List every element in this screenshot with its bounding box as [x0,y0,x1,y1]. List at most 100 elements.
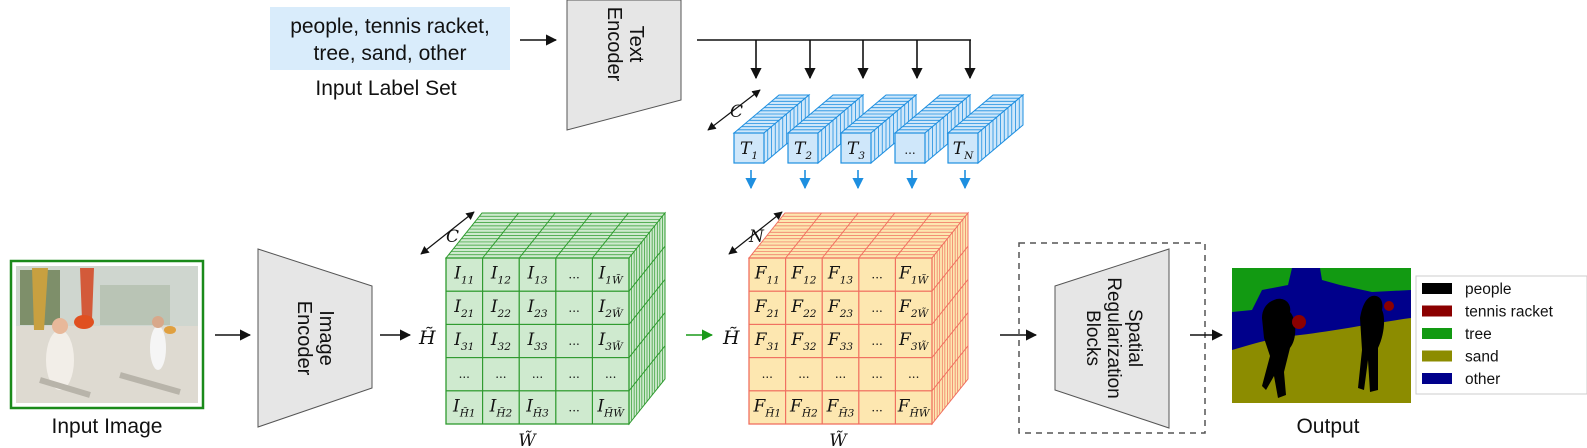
image-feature-cell-label: I1W̃ [598,264,624,287]
legend-label: sand [1465,349,1499,366]
image-feature-cell-label: ... [568,301,579,315]
image-encoder-shape [257,248,373,428]
fused-height-label: H̃ [722,327,740,349]
spatial-block-line1: Spatial [1124,309,1145,367]
fused-feature-cell-label: F22 [790,297,816,320]
image-feature-cell-label: I12 [490,264,511,287]
image-feature-cell-label: IH̃3 [525,396,549,419]
legend-label: other [1465,371,1500,388]
legend-swatch [1422,350,1452,362]
image-feature-cell-label: I11 [453,264,474,287]
fused-dim-arrow [728,211,783,255]
output-caption: Output [1296,415,1359,438]
fused-feature-cell [894,390,933,425]
fused-feature-cell-label: F32 [790,330,816,353]
image-height-label: H̃ [418,327,436,349]
fused-feature-cell-label: ... [871,268,882,282]
image-feature-cell-label: I2W̃ [598,297,624,320]
fused-feature-cell-label: ... [871,301,882,315]
fused-feature-cell-label: F2W̃ [898,297,929,320]
image-feature-cell-label: ... [568,400,579,414]
image-feature-cell-label: I31 [453,330,474,353]
legend-swatch [1422,373,1452,384]
fused-feature-cell-label: F21 [754,297,780,320]
image-dim-arrow [420,211,475,255]
legend-label: people [1465,281,1512,298]
spatial-block-line3: Blocks [1082,310,1103,366]
image-dim-label: C [446,227,459,247]
image-feature-cell-label: I13 [526,264,547,287]
fused-feature-cell-label: FH̃2 [789,396,818,419]
fused-feature-cell-label: F33 [827,330,853,353]
image-width-label: W̃ [518,431,537,448]
fused-feature-cell-label: ... [871,334,882,348]
text-feature-label: T3 [847,139,865,162]
output-segmentation [1232,268,1411,403]
legend-label: tree [1465,326,1492,343]
legend-label: tennis racket [1465,304,1554,321]
fused-feature-cell-label: FH̃1 [752,396,781,419]
image-encoder-line2: Encoder [293,301,315,376]
image-feature-cell-label: IH̃2 [489,396,513,419]
fused-feature-cell-label: ... [871,400,882,414]
fused-feature-cell-label: F31 [754,330,780,353]
image-feature-cell-label: ... [605,367,616,381]
fused-dim-label: N [748,227,765,247]
image-feature-cell-label: ... [568,268,579,282]
text-encoder-shape [566,0,682,131]
text-dim-arrow [707,89,761,131]
legend-swatch [1422,328,1452,339]
image-feature-cell-label: ... [495,367,506,381]
fused-feature-cell-label: ... [908,367,919,381]
text-feature-label: TN [953,139,974,162]
input-image [9,259,205,410]
legend-swatch [1422,283,1452,294]
image-feature-cell-label: ... [568,334,579,348]
text-feature-label: T2 [794,139,812,162]
fused-feature-cell-label: ... [798,367,809,381]
image-feature-cell [591,390,630,425]
text-encoder-line2: Encoder [603,7,625,82]
text-encoder-line1: Text [625,26,647,63]
fused-feature-cell-label: ... [871,367,882,381]
label-set-caption: Input Label Set [315,77,456,100]
spatial-block-shape [1054,248,1170,429]
image-feature-cell-label: I21 [453,297,474,320]
text-feature-cube: T3 [839,93,918,165]
text-feature-cube: TN [946,93,1025,165]
input-image-caption: Input Image [52,415,163,438]
label-set-line2: tree, sand, other [314,42,467,65]
image-feature-cell-label: I33 [526,330,547,353]
text-feature-label: T1 [740,139,758,162]
spatial-block-line2: Regularization [1103,277,1124,398]
fused-feature-cell-label: F13 [827,264,853,287]
legend-swatch [1422,305,1452,317]
image-feature-cell-label: IH̃1 [452,396,476,419]
image-feature-block: I11 I12 I13... I1W̃ I21 I22 I23... I2W̃ I31 I32 I3… [444,211,667,426]
image-feature-cell-label: ... [532,367,543,381]
image-feature-cell-label: ... [568,367,579,381]
fused-feature-cell-label: F12 [790,264,816,287]
image-feature-cell-label: I23 [526,297,547,320]
fused-feature-cell-label: ... [835,367,846,381]
image-feature-cell-label: I22 [490,297,511,320]
fused-feature-cell-label: F3W̃ [898,330,929,353]
image-feature-cell-label: ... [459,367,470,381]
label-set-box [270,7,510,70]
image-feature-cell-label: I32 [490,330,511,353]
fused-feature-cell-label: FH̃W̃ [897,396,931,419]
fused-feature-cell-label: F1W̃ [898,264,929,287]
image-feature-cell-label: IH̃W̃ [596,396,625,419]
fused-feature-cell-label: F11 [754,264,780,287]
image-feature-cell-label: I3W̃ [598,330,624,353]
spatial-block-dashed-frame [1018,242,1206,434]
text-feature-cube: ... [893,93,972,165]
text-feature-cube: T2 [786,93,865,165]
fused-feature-cell-label: FH̃3 [826,396,855,419]
label-set-line1: people, tennis racket, [290,15,490,38]
text-feature-label: ... [904,143,915,157]
fused-feature-cell-label: ... [762,367,773,381]
text-dim-label: C [730,102,743,122]
